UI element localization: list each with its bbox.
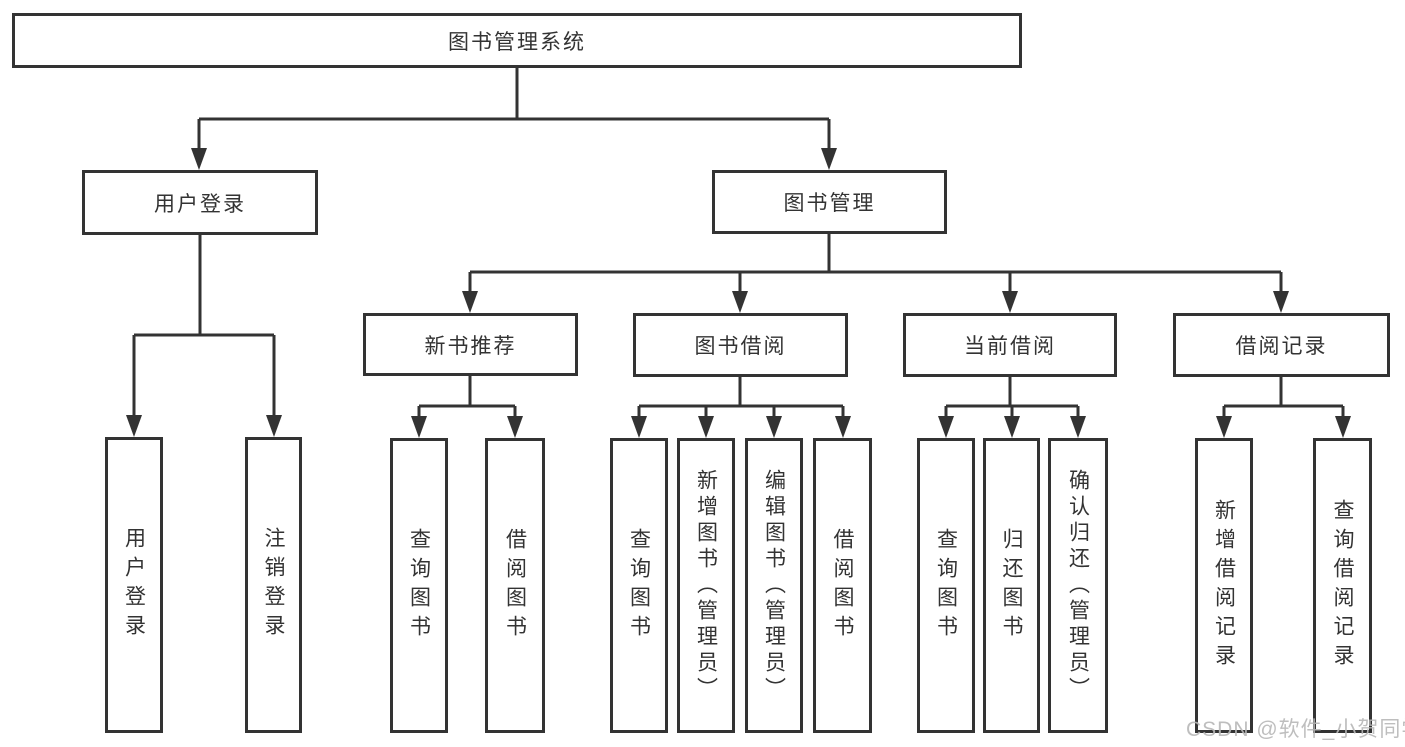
arrow-bb-query	[631, 416, 647, 438]
arrow-cb-query	[938, 416, 954, 438]
node-current-borrowing: 当前借阅	[903, 313, 1117, 377]
arrow-to-book-borrow	[732, 291, 748, 313]
leaf-logout: 注销登录	[245, 437, 302, 733]
edge-book-mgmt-branch	[468, 234, 1283, 291]
edge-root-branch	[197, 68, 831, 148]
arrow-br-add	[1216, 416, 1232, 438]
arrow-bb-borrow	[835, 416, 851, 438]
arrow-nb-borrow	[507, 416, 523, 438]
edge-user-login-branch	[132, 235, 276, 415]
csdn-watermark: CSDN @软件_小贺同学	[1186, 718, 1405, 741]
arrow-to-leaf-user-login	[126, 415, 142, 437]
leaf-bb-add-books-admin: 新增图书（管理员）	[677, 438, 735, 733]
arrow-to-book-mgmt	[821, 148, 837, 170]
edge-book-borrow-branch	[637, 377, 845, 416]
node-new-book-recommend: 新书推荐	[363, 313, 578, 376]
edge-current-borrow-branch	[944, 377, 1080, 416]
leaf-br-query-record: 查询借阅记录	[1313, 438, 1372, 733]
node-root-system: 图书管理系统	[12, 13, 1022, 68]
arrow-to-user-login	[191, 148, 207, 170]
arrow-nb-query	[411, 416, 427, 438]
arrow-to-leaf-logout	[266, 415, 282, 437]
arrow-to-borrow-records	[1273, 291, 1289, 313]
arrow-bb-add	[698, 416, 714, 438]
leaf-bb-query-books: 查询图书	[610, 438, 668, 733]
leaf-nb-borrow-books: 借阅图书	[485, 438, 545, 733]
node-borrowing-records: 借阅记录	[1173, 313, 1390, 377]
arrow-cb-confirm	[1070, 416, 1086, 438]
leaf-nb-query-books: 查询图书	[390, 438, 448, 733]
leaf-user-login: 用户登录	[105, 437, 163, 733]
arrow-to-new-book	[462, 291, 478, 313]
leaf-bb-borrow-books: 借阅图书	[813, 438, 872, 733]
node-user-login: 用户登录	[82, 170, 318, 235]
leaf-cb-confirm-return-admin: 确认归还（管理员）	[1048, 438, 1108, 733]
leaf-cb-query-books: 查询图书	[917, 438, 975, 733]
node-book-management: 图书管理	[712, 170, 947, 234]
edge-new-book-branch	[417, 376, 517, 416]
arrow-br-query	[1335, 416, 1351, 438]
leaf-bb-edit-books-admin: 编辑图书（管理员）	[745, 438, 803, 733]
edge-borrow-records-branch	[1222, 377, 1345, 416]
leaf-cb-return-books: 归还图书	[983, 438, 1040, 733]
arrow-cb-return	[1004, 416, 1020, 438]
arrow-to-current-borrow	[1002, 291, 1018, 313]
node-book-borrowing: 图书借阅	[633, 313, 848, 377]
arrow-bb-edit	[766, 416, 782, 438]
leaf-br-add-record: 新增借阅记录	[1195, 438, 1253, 733]
